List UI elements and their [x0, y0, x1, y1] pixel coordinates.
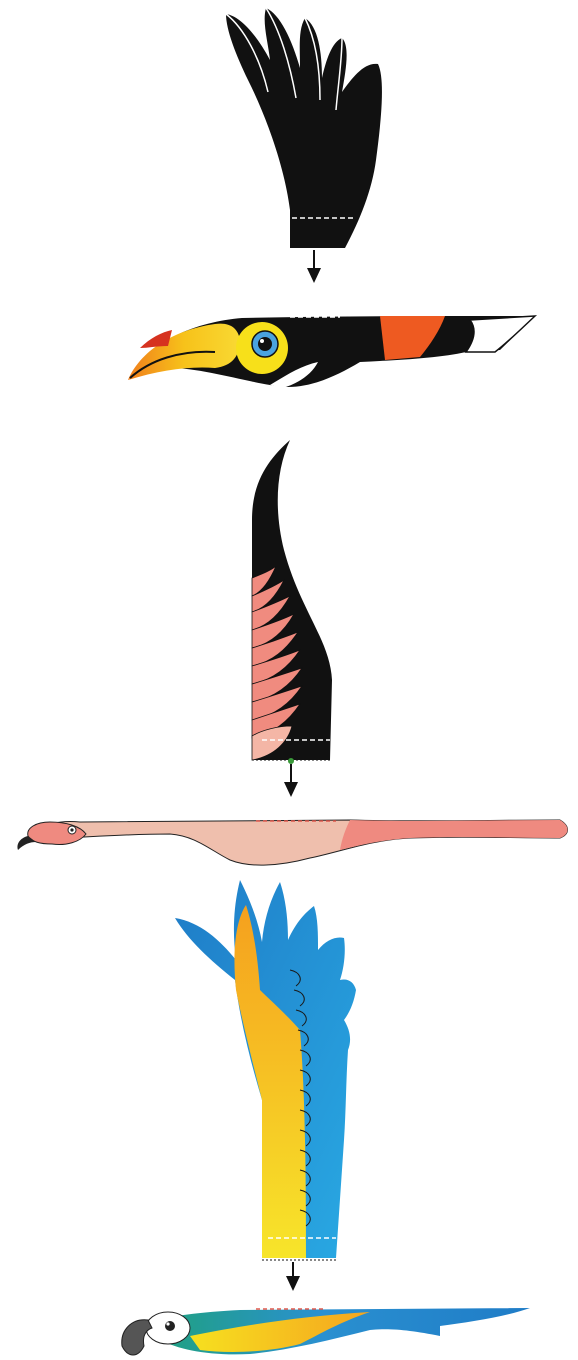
flamingo-arrow [284, 764, 298, 797]
toucan-body [128, 316, 535, 388]
flamingo-body [17, 820, 567, 865]
toucan-wing [226, 8, 382, 248]
macaw-arrow [286, 1262, 300, 1291]
macaw-wing [175, 880, 356, 1260]
flamingo-wing [252, 440, 332, 764]
macaw-body [122, 1308, 530, 1355]
toucan-arrow [307, 250, 321, 283]
